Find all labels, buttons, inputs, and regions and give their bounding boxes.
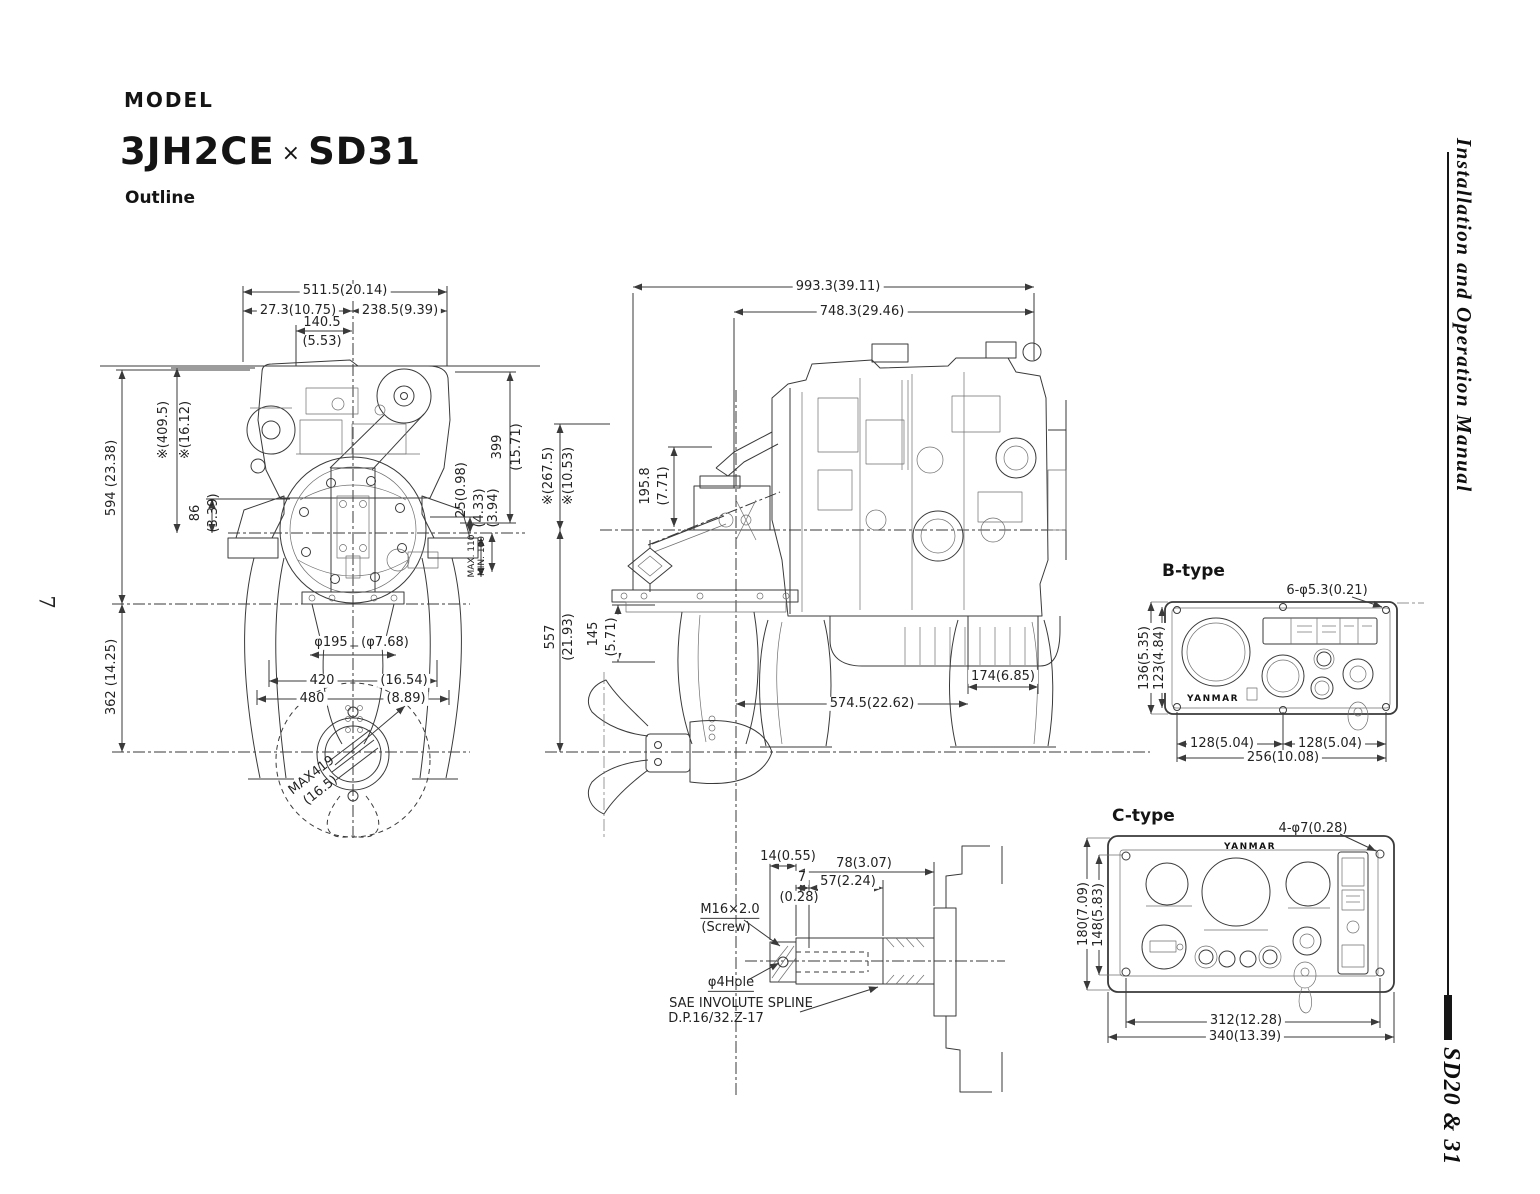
dim-front-pulley-in: (5.53) <box>302 333 342 349</box>
model-label: MODEL <box>124 88 214 112</box>
model-name: 3JH2CE×SD31 <box>120 130 421 173</box>
dim-side-skeg-mm: 145 <box>586 618 602 650</box>
dim-front-ref-height-mm: ※(409.5) <box>155 400 171 460</box>
dim-c-holes: 4-φ7(0.28) <box>1278 820 1348 836</box>
b-panel-title: B-type <box>1162 561 1225 581</box>
b-panel-yanmar-logo: YANMAR <box>1186 694 1240 704</box>
dim-side-depth-in: (21.93) <box>561 610 577 664</box>
dim-c-height-outer: 180(7.09) <box>1076 879 1092 949</box>
dim-front-mount-in: (3.39) <box>205 493 221 533</box>
c-type-panel-drawing <box>1083 833 1395 1043</box>
dim-b-height-outer: 136(5.35) <box>1137 623 1153 693</box>
c-panel-title: C-type <box>1112 806 1175 826</box>
dim-side-rear-foot: 174(6.85) <box>968 669 1038 685</box>
dim-b-width-total: 256(10.08) <box>1243 750 1323 766</box>
dim-front-center-right: 238.5(9.39) <box>358 303 442 319</box>
dim-b-width-right: 128(5.04) <box>1295 736 1365 752</box>
dim-front-below-mount: 362 (14.25) <box>104 635 120 719</box>
label-hole: φ4Hole <box>707 975 755 993</box>
page-number: 7 <box>34 595 59 609</box>
dim-front-ref-height-in: ※(16.12) <box>177 400 193 460</box>
dim-side-skeg-in: (5.71) <box>604 614 620 660</box>
dim-front-mount-mm: 86 <box>187 504 203 522</box>
dim-side-engine-length: 748.3(29.46) <box>816 304 908 320</box>
dim-front-overall-width: 511.5(20.14) <box>299 283 391 299</box>
front-view-drawing <box>100 280 540 840</box>
dim-front-right-in: (15.71) <box>508 423 524 471</box>
times-symbol: × <box>281 141 302 166</box>
model-name-right: SD31 <box>308 130 421 173</box>
dim-front-right-mm: 399 <box>489 434 505 460</box>
dim-b-holes: 6-φ5.3(0.21) <box>1286 582 1368 598</box>
dim-side-top-in: (7.71) <box>656 463 672 509</box>
dim-side-depth-mm: 557 <box>543 621 559 653</box>
model-name-left: 3JH2CE <box>120 130 275 173</box>
dim-side-top-mm: 195.8 <box>638 464 654 508</box>
label-spline-2: D.P.16/32.Z-17 <box>668 1010 764 1026</box>
dim-side-overall-length: 993.3(39.11) <box>792 279 884 295</box>
dim-front-480-mm: 480 <box>296 691 328 707</box>
dim-shaft-7-mm: 7 <box>794 870 810 886</box>
dim-front-foot-b: (3.94) <box>485 488 501 528</box>
dim-b-width-left: 128(5.04) <box>1187 736 1257 752</box>
dim-c-width-total: 340(13.39) <box>1205 1029 1285 1045</box>
dim-c-height-inner: 148(5.83) <box>1091 880 1107 950</box>
dim-front-420-in: (16.54) <box>377 673 431 689</box>
dim-side-prop-to-mount: 574.5(22.62) <box>826 696 918 712</box>
label-spline-1: SAE INVOLUTE SPLINE <box>669 995 813 1011</box>
dim-front-420-mm: 420 <box>306 673 338 689</box>
label-screw-spec: M16×2.0 <box>700 902 760 920</box>
dim-side-ref-front-mm: ※(267.5) <box>541 443 557 509</box>
shaft-detail-drawing <box>743 845 1005 1093</box>
dim-side-ref-front-in: ※(10.53) <box>561 443 577 509</box>
c-panel-yanmar-logo: YANMAR <box>1223 842 1277 852</box>
dim-shaft-14: 14(0.55) <box>757 849 819 865</box>
dim-b-height-inner: 123(4.84) <box>1152 623 1168 693</box>
label-screw-note: (Screw) <box>701 919 751 935</box>
dim-front-pulley-mm: 140.5 <box>303 314 341 330</box>
margin-edition-title: SD20 & 31 <box>1438 1047 1464 1166</box>
dim-front-hub-mm: φ195 <box>311 635 351 651</box>
dim-front-adjust-min: MIN. 100 <box>477 535 488 577</box>
outline-subtitle: Outline <box>125 188 195 208</box>
dim-front-flange: 25(0.98) <box>453 462 469 518</box>
dim-front-height-total: 594 (23.38) <box>104 436 120 520</box>
margin-manual-title: Installation and Operation Manual <box>1452 138 1476 493</box>
dim-shaft-7-in: (0.28) <box>776 890 822 906</box>
dim-front-center-left: 27.3(10.75) <box>256 303 340 319</box>
dim-front-480-in: (8.89) <box>383 691 429 707</box>
dim-shaft-78: 78(3.07) <box>833 856 895 872</box>
side-view-drawing <box>545 283 1150 1095</box>
margin-rule-cap <box>1444 995 1452 1040</box>
dim-shaft-57: 57(2.24) <box>817 874 879 890</box>
dim-c-width-inner: 312(12.28) <box>1206 1013 1286 1029</box>
dim-front-hub-in: (φ7.68) <box>358 635 412 651</box>
margin-rule <box>1447 152 1449 1040</box>
